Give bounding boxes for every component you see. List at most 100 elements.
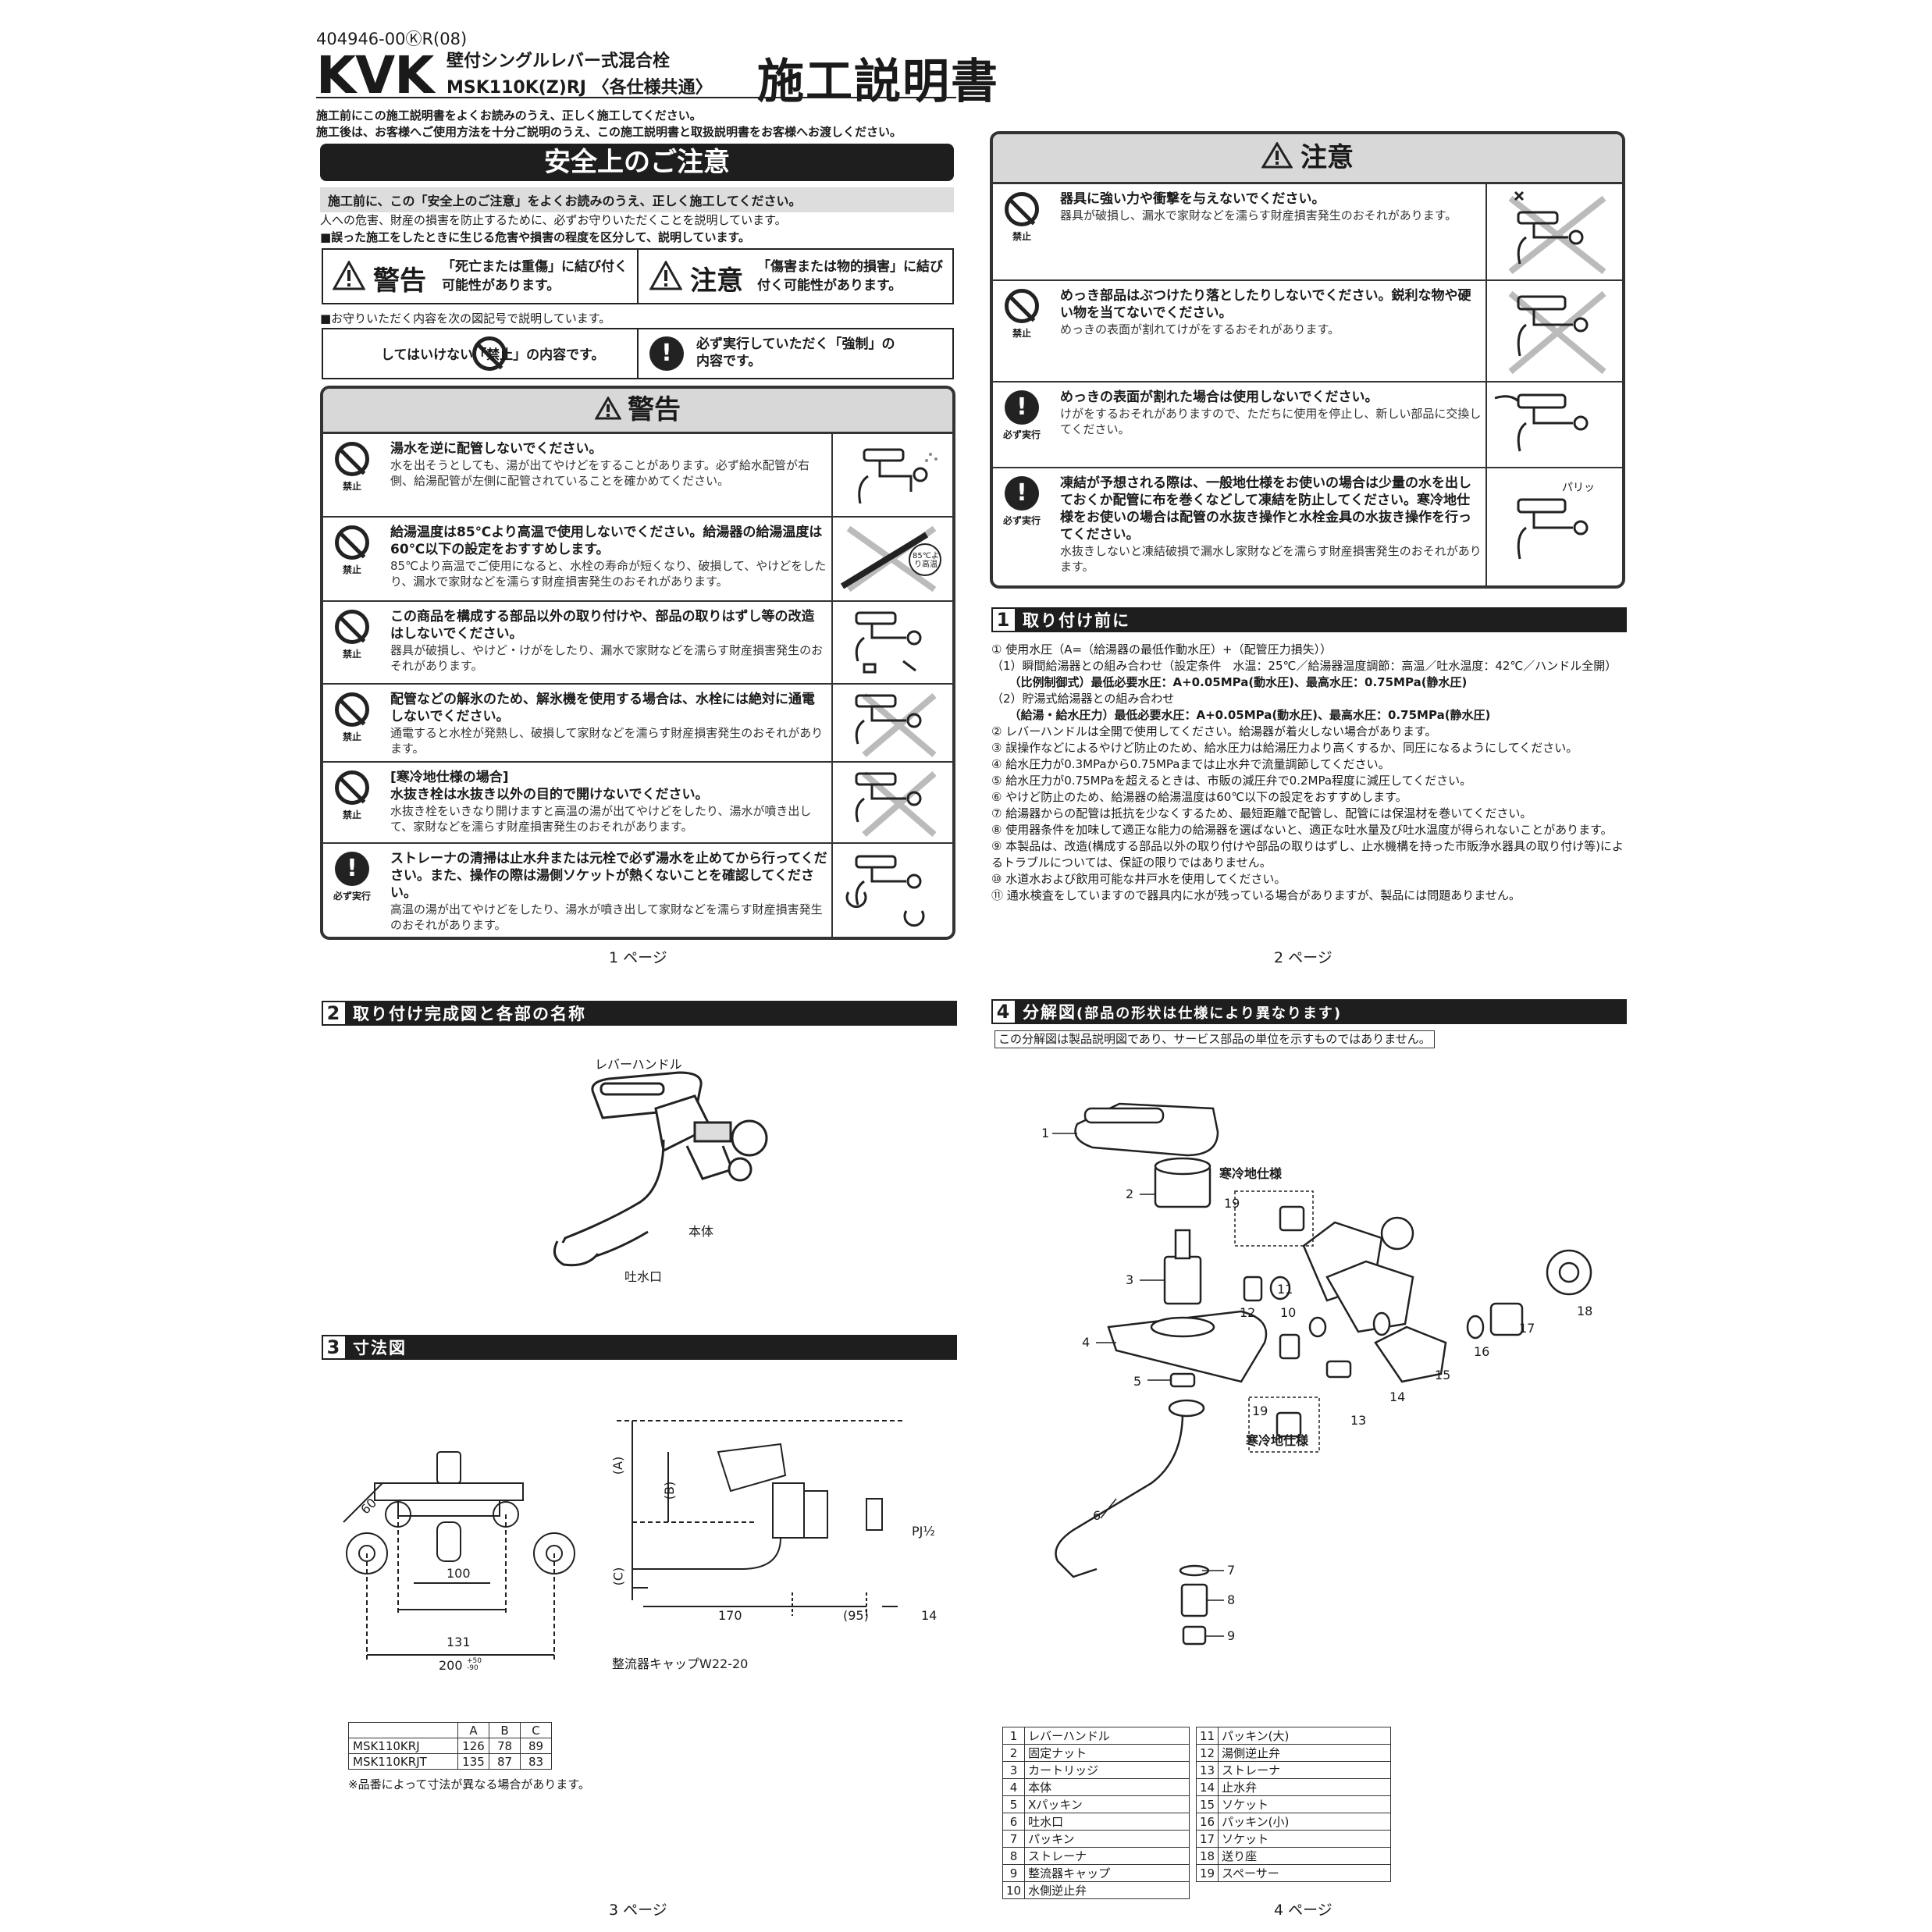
mandatory-icon: ! — [649, 336, 684, 371]
list-item: （2）貯湯式給湯器との組み合わせ — [991, 692, 1175, 706]
table-cell: パッキン — [1024, 1830, 1190, 1848]
faucet-illustration — [1485, 184, 1622, 279]
safety-grey-note: 施工前に、この「安全上のご注意」をよくお読みのうえ、正しく施工してください。 — [320, 187, 954, 212]
row-heading: めっき部品はぶつけたり落としたりしないでください。鋭利な物や硬い物を当てないでく… — [1060, 288, 1471, 321]
prohibit-icon — [335, 770, 369, 805]
row-heading: [寒冷地仕様の場合] 水抜き栓は水抜き以外の目的で開けないでください。 — [390, 770, 709, 802]
part-callout: 15 — [1435, 1368, 1451, 1382]
part-callout: 14 — [1389, 1389, 1406, 1404]
table-cell: 6 — [1002, 1813, 1026, 1831]
prohibit-icon — [335, 525, 369, 560]
row-heading: 凍結が予想される際は、一般地仕様をお使いの場合は少量の水を出しておくか配管に布を… — [1060, 475, 1471, 543]
icon-label: 禁止 — [1012, 328, 1031, 339]
table-cell: 固定ナット — [1024, 1744, 1190, 1762]
dim-14: 14 — [921, 1608, 938, 1623]
table-cell: ソケット — [1218, 1830, 1391, 1848]
severity-legend: 警告 「死亡または重傷」に結び付く可能性があります。 注意 「傷害または物的損害… — [322, 248, 954, 304]
row-heading: ストレーナの清掃は止水弁または元栓で必ず湯水を止めてから行ってください。また、操… — [390, 851, 827, 901]
part-callout: 17 — [1519, 1321, 1535, 1336]
caution-row: 禁止 器具に強い力や衝撃を与えないでください。器具が破損し、漏水で家財などを濡ら… — [993, 184, 1622, 281]
table-cell: 17 — [1195, 1830, 1219, 1848]
prohibit-icon — [335, 610, 369, 644]
symbols-note: ■お守りいただく内容を次の図記号で説明しています。 — [320, 311, 611, 326]
part-callout: 19 — [1252, 1404, 1268, 1418]
table-cell: 湯側逆止弁 — [1218, 1744, 1391, 1762]
row-heading: 湯水を逆に配管しないでください。 — [390, 441, 603, 457]
section-title: 取り付け完成図と各部の名称 — [353, 1005, 586, 1023]
part-callout: 11 — [1277, 1282, 1293, 1297]
temp-badge: 85℃より高温 — [913, 552, 939, 569]
mandatory-icon: ! — [1005, 476, 1039, 511]
warning-row: 禁止 配管などの解氷のため、解氷機を使用する場合は、水栓には絶対に通電しないでく… — [323, 685, 952, 763]
warning-rows: 禁止 湯水を逆に配管しないでください。水を出そうとしても、湯が出てやけどをするこ… — [323, 434, 952, 937]
faucet-illustration — [831, 763, 952, 842]
table-cell: MSK110KRJT — [348, 1753, 458, 1770]
table-cell: ストレーナ — [1218, 1761, 1391, 1779]
section-title: 分解図 — [1023, 1003, 1076, 1022]
section-title: 寸法図 — [353, 1339, 407, 1357]
caution-box: 注意 禁止 器具に強い力や衝撃を与えないでください。器具が破損し、漏水で家財など… — [990, 131, 1625, 589]
list-item: （比例制御式）最低必要水圧：A+0.05MPa(動水圧)、最高水圧：0.75MP… — [991, 675, 1468, 689]
row-detail: 85℃より高温でご使用になると、水栓の寿命が短くなり、破損して、やけどをしたり、… — [390, 559, 827, 589]
table-cell: 15 — [1195, 1795, 1219, 1813]
part-callout: 5 — [1133, 1374, 1142, 1389]
table-cell: 整流器キャップ — [1024, 1864, 1190, 1882]
table-cell: 5 — [1002, 1795, 1026, 1813]
table-cell: 135 — [457, 1753, 489, 1770]
row-heading: 器具に強い力や衝撃を与えないでください。 — [1060, 191, 1325, 207]
table-header: C — [520, 1722, 552, 1738]
intro-text: 施工前にこの施工説明書をよくお読みのうえ、正しく施工してください。 施工後は、お… — [316, 108, 956, 141]
section-number: 4 — [991, 999, 1016, 1024]
warning-triangle-icon — [333, 261, 365, 290]
prohibit-icon — [1005, 289, 1039, 323]
table-cell: 12 — [1195, 1744, 1219, 1762]
dimension-note: ※品番によって寸法が異なる場合があります。 — [348, 1777, 590, 1791]
warning-row: 禁止 湯水を逆に配管しないでください。水を出そうとしても、湯が出てやけどをするこ… — [323, 434, 952, 518]
part-callout: 12 — [1240, 1305, 1256, 1320]
table-cell: 水側逆止弁 — [1024, 1881, 1190, 1899]
table-header: B — [489, 1722, 521, 1738]
document-number: 404946-00ⓀR(08) — [316, 30, 468, 48]
table-cell: MSK110KRJ — [348, 1738, 458, 1754]
row-detail: 通電すると水栓が発熱し、破損して家財などを濡らす財産損害発生のおそれがあります。 — [390, 726, 824, 756]
caution-row: !必ず実行 凍結が予想される際は、一般地仕様をお使いの場合は少量の水を出しておく… — [993, 468, 1622, 585]
table-cell: 9 — [1002, 1864, 1026, 1882]
warning-box-title: 警告 — [628, 394, 681, 425]
pj-label: PJ½ — [912, 1524, 935, 1539]
product-title: 壁付シングルレバー式混合栓 — [447, 52, 671, 71]
table-cell: 8 — [1002, 1847, 1026, 1865]
table-cell: 1 — [1002, 1727, 1026, 1745]
table-cell: 本体 — [1024, 1778, 1190, 1796]
part-callout: 6 — [1093, 1508, 1101, 1523]
row-detail: 器具が破損し、やけど・けがをしたり、漏水で家財などを濡らす財産損害発生のおそれが… — [390, 643, 824, 673]
part-callout: 9 — [1227, 1628, 1236, 1643]
table-cell: カートリッジ — [1024, 1761, 1190, 1779]
row-heading: 配管などの解氷のため、解氷機を使用する場合は、水栓には絶対に通電しないでください… — [390, 692, 815, 724]
dim-95: (95) — [843, 1608, 869, 1623]
mandatory-legend: ! 必ず実行していただく「強制」の内容です。 — [640, 329, 952, 378]
section-title: 取り付け前に — [1023, 611, 1130, 630]
list-item: ⑩ 水道水および飲用可能な井戸水を使用してください。 — [991, 872, 1286, 886]
list-item: ⑧ 使用器条件を加味して適正な能力の給湯器を選ばないと、適正な吐水量及び吐水温度… — [991, 823, 1613, 837]
icon-label: 必ず実行 — [1002, 429, 1041, 440]
prohibit-icon — [1005, 192, 1039, 226]
caution-desc: 「傷害または物的損害」に結び付く可能性があります。 — [757, 259, 943, 294]
faucet-illustration — [1485, 281, 1622, 381]
warning-label: 警告 — [373, 265, 426, 297]
pipe-illustration: 85℃より高温 — [831, 518, 952, 600]
list-item: （1）瞬間給湯器との組み合わせ（設定条件 水温：25℃／給湯器温度調節：高温／吐… — [991, 659, 1617, 673]
